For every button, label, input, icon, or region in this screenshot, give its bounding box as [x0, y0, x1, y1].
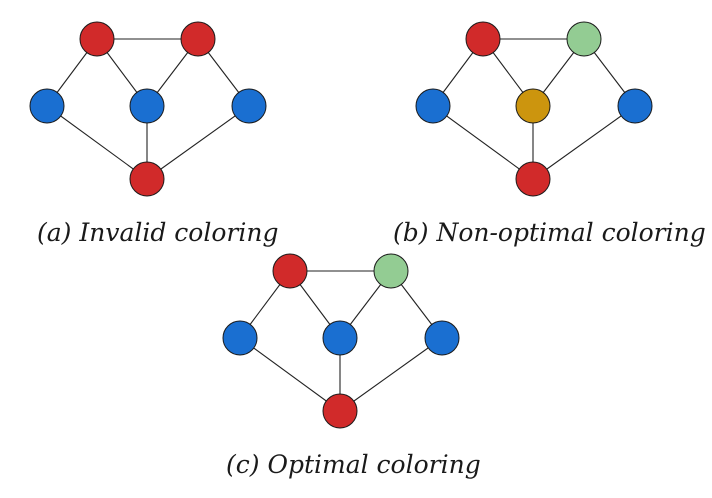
graph-edge — [532, 105, 636, 180]
graph-node-green — [566, 21, 602, 57]
graph-edge — [432, 105, 534, 180]
caption-non-optimal-coloring: (b) Non-optimal coloring — [393, 218, 706, 247]
graph-node-red — [79, 21, 115, 57]
graph-node-blue — [129, 88, 165, 124]
graph-edge — [146, 105, 250, 180]
caption-invalid-coloring: (a) Invalid coloring — [37, 218, 279, 247]
graph-node-blue — [29, 88, 65, 124]
graph-node-blue — [424, 320, 460, 356]
graph-panel-c — [222, 253, 460, 429]
caption-optimal-coloring: (c) Optimal coloring — [226, 450, 481, 479]
graph-edge — [239, 337, 341, 412]
graph-edge — [46, 105, 148, 180]
graph-node-blue — [231, 88, 267, 124]
graph-node-red — [272, 253, 308, 289]
graph-edge — [339, 337, 443, 412]
graph-node-red — [180, 21, 216, 57]
graph-node-blue — [415, 88, 451, 124]
graph-node-red — [515, 161, 551, 197]
graph-node-blue — [617, 88, 653, 124]
graph-node-red — [129, 161, 165, 197]
graph-node-red — [465, 21, 501, 57]
graph-node-red — [322, 393, 358, 429]
graph-panel-b — [415, 21, 653, 197]
graph-node-blue — [222, 320, 258, 356]
graph-panel-a — [29, 21, 267, 197]
graph-node-gold — [515, 88, 551, 124]
graph-node-blue — [322, 320, 358, 356]
graph-node-green — [373, 253, 409, 289]
